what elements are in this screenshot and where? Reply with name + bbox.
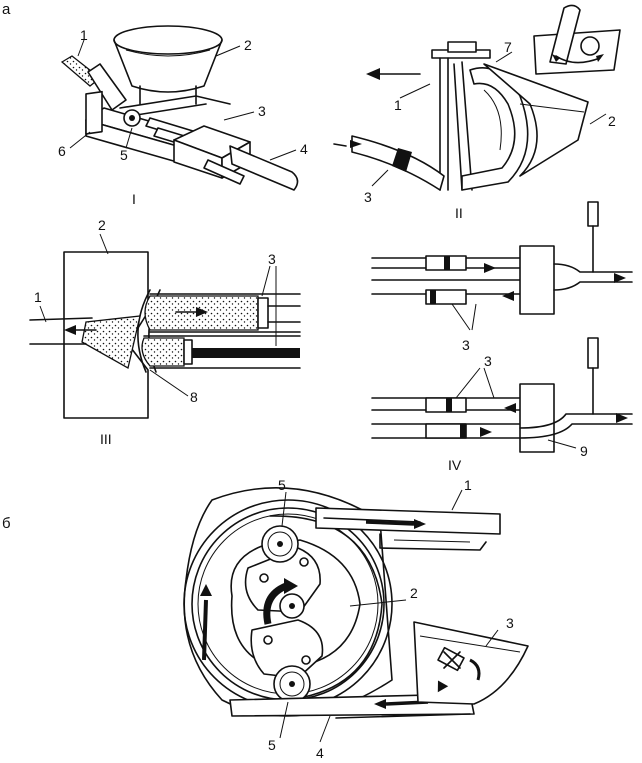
- callout-label: 7: [504, 39, 512, 55]
- subfigure-label-IV: IV: [448, 457, 462, 473]
- subfigure-b: [183, 487, 529, 743]
- callout-label: 2: [410, 585, 418, 601]
- subfigure-label-II: II: [455, 205, 463, 221]
- panel-labels: а б I II III IV: [2, 1, 463, 532]
- callout-label: 4: [316, 745, 324, 761]
- callout-label: 3: [364, 189, 372, 205]
- callout-label: 8: [190, 389, 198, 405]
- callout-label: 3: [268, 251, 276, 267]
- callout-label: 9: [580, 443, 588, 459]
- subfigure-label-I: I: [132, 191, 136, 207]
- callout-label: 4: [300, 141, 308, 157]
- hose-inlet: [60, 55, 127, 111]
- callout-label: 1: [394, 97, 402, 113]
- subfigure-IV: [371, 201, 633, 453]
- subfigure-III: [29, 233, 301, 419]
- hopper: [113, 25, 223, 105]
- callout-label: 5: [120, 147, 128, 163]
- callout-label: 3: [258, 103, 266, 119]
- pump-frame: [85, 90, 299, 191]
- callout-label: 1: [34, 289, 42, 305]
- subfigure-II: [333, 4, 621, 191]
- callouts-II: 7 1 2 3: [364, 39, 616, 205]
- callouts-I: 1 2 3 4 5 6: [58, 27, 308, 163]
- callout-label: 2: [98, 217, 106, 233]
- subfigure-I: [60, 25, 299, 191]
- callout-label: 2: [608, 113, 616, 129]
- callout-label: 3: [484, 353, 492, 369]
- callout-label: 1: [464, 477, 472, 493]
- callout-label: 1: [80, 27, 88, 43]
- callouts-b: 5 1 2 3 5 4: [268, 477, 514, 761]
- state-lower: [371, 337, 633, 453]
- callouts-IV: 3 3 9: [462, 337, 588, 459]
- state-upper: [371, 201, 633, 315]
- callout-label: 3: [506, 615, 514, 631]
- callout-label: 5: [278, 477, 286, 493]
- callout-label: 6: [58, 143, 66, 159]
- callouts-III: 2 1 3 8: [34, 217, 276, 405]
- callout-label: 5: [268, 737, 276, 753]
- callout-label: 3: [462, 337, 470, 353]
- subfigure-label-III: III: [100, 431, 112, 447]
- panel-label-a: а: [2, 1, 11, 18]
- callout-label: 2: [244, 37, 252, 53]
- panel-label-b: б: [2, 515, 11, 532]
